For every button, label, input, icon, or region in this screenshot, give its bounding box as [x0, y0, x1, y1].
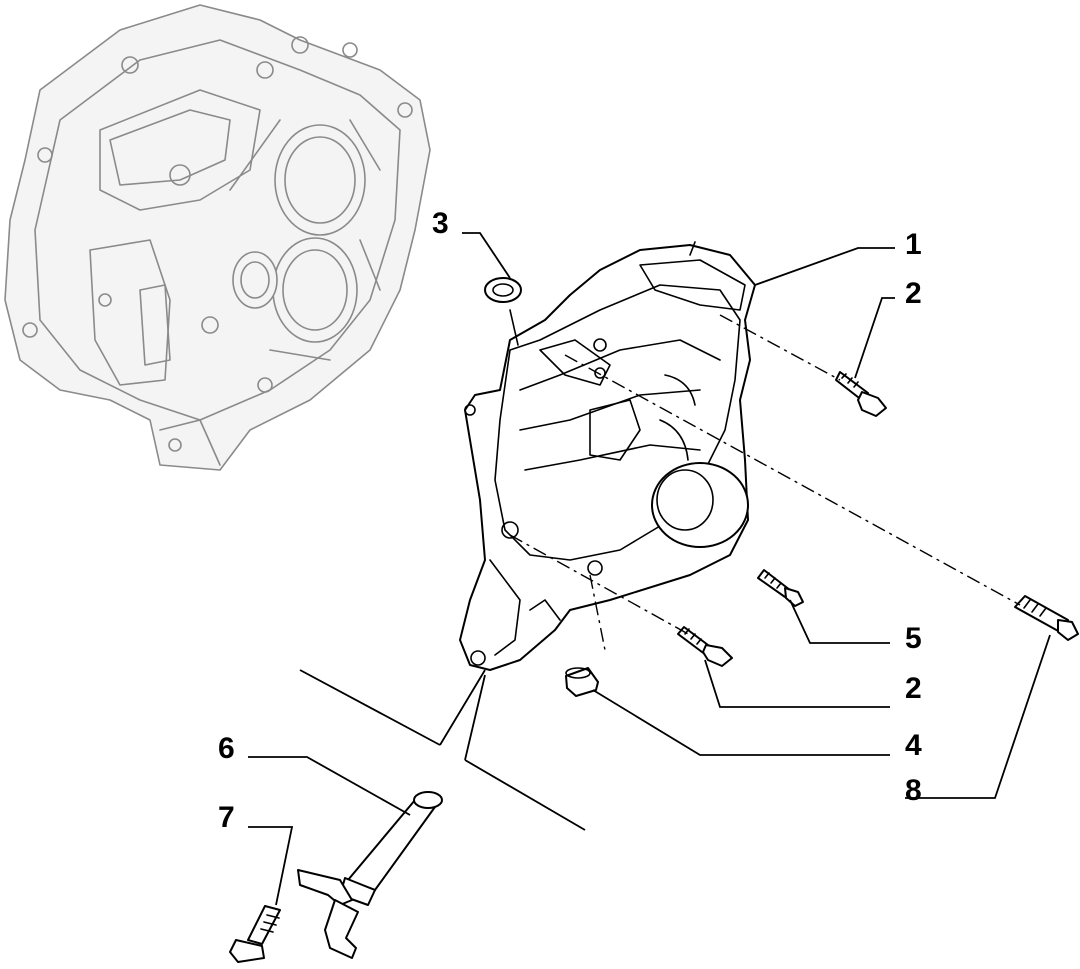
bolt-part-2-upper [835, 371, 887, 417]
callout-leaders [248, 232, 1051, 906]
callout-3: 3 [432, 207, 449, 240]
plug-part-3 [484, 277, 522, 346]
transmission-cover-part-1 [459, 241, 756, 671]
callout-7: 7 [218, 801, 235, 834]
bolt-part-7 [229, 905, 281, 963]
bush-part-4 [565, 667, 599, 697]
callout-6: 6 [218, 732, 235, 765]
stud-part-8 [1014, 595, 1079, 641]
screw-part-5 [757, 569, 804, 607]
callout-5: 5 [905, 622, 922, 655]
gearbox-housing-ghost [4, 4, 431, 471]
callout-labels: 1 2 3 5 2 4 8 6 7 [218, 207, 922, 834]
bolt-part-2-lower [677, 626, 733, 667]
shaft-part-6 [297, 791, 443, 959]
callout-1: 1 [905, 228, 922, 261]
callout-8: 8 [905, 774, 922, 807]
callout-2-lower: 2 [905, 672, 922, 705]
callout-4: 4 [905, 729, 922, 762]
callout-2-upper: 2 [905, 277, 922, 310]
assembly-lines [299, 314, 1021, 831]
